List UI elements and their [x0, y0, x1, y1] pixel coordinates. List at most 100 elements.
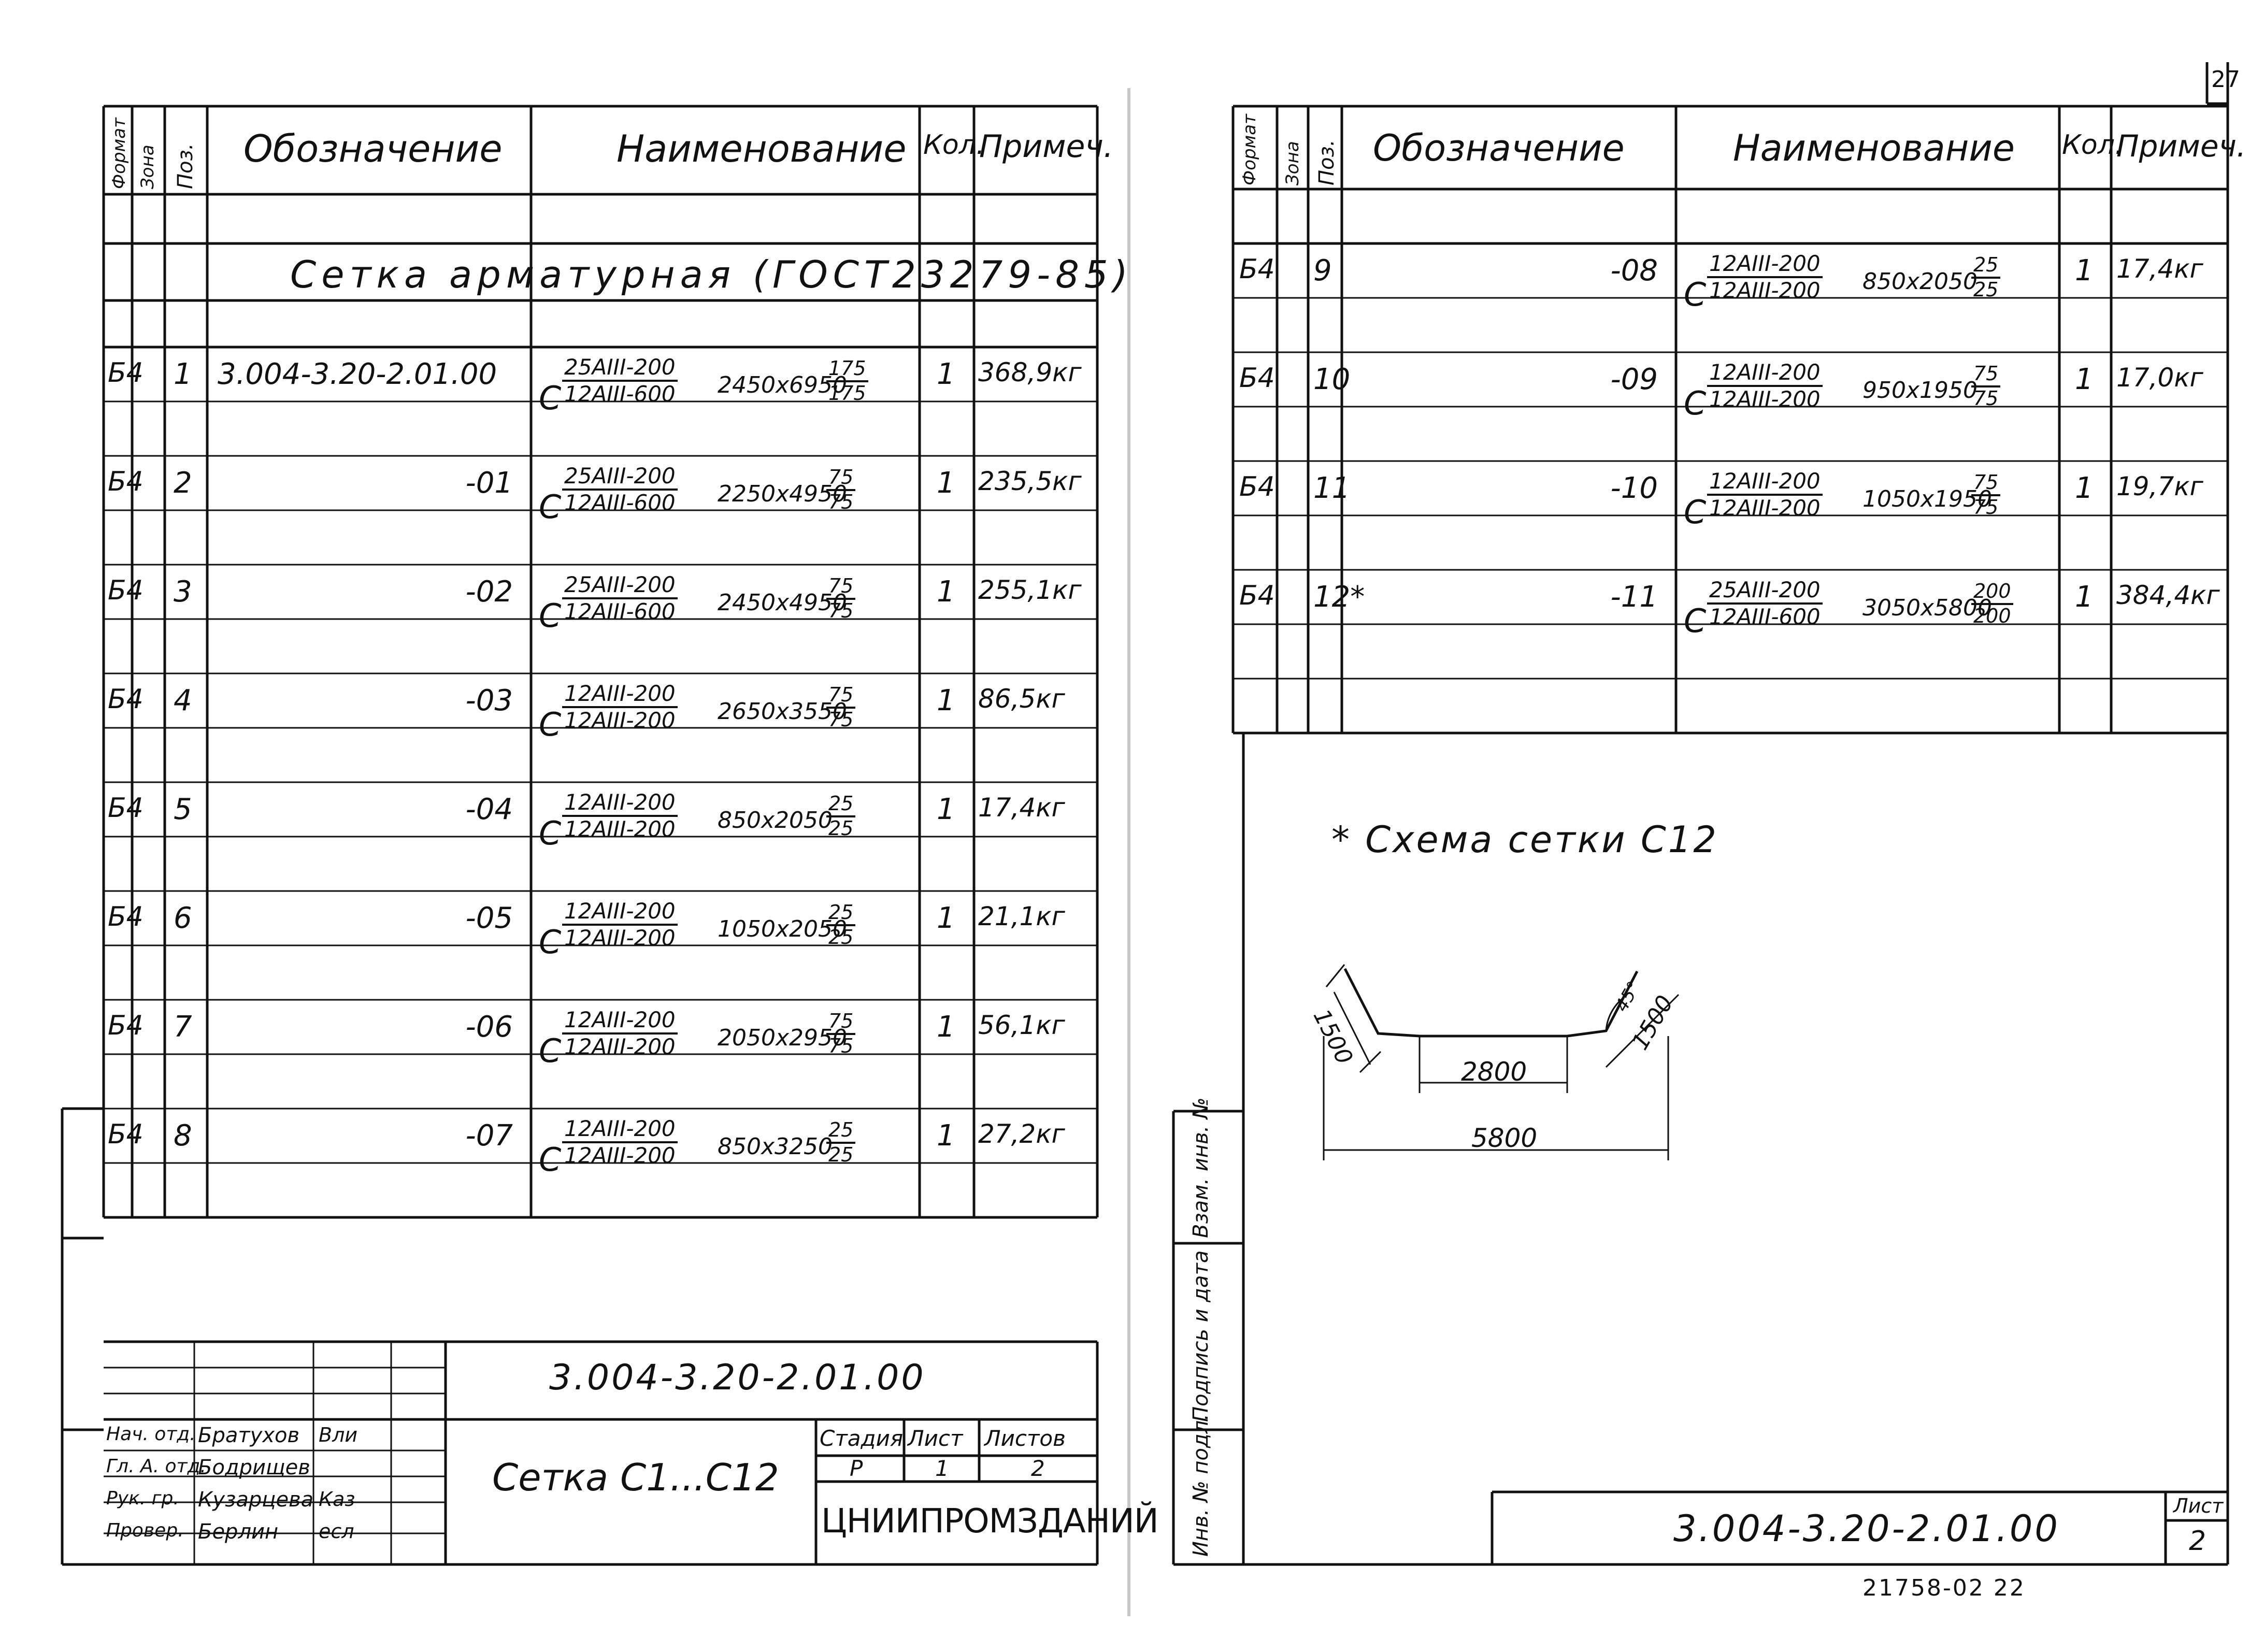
row-quantity: 1 [937, 901, 955, 935]
section-title: Сетка арматурная (ГОСТ23279-85) [290, 253, 1133, 296]
row-designation: -07 [465, 1119, 513, 1153]
signature-role: Нач. отд. [106, 1424, 196, 1445]
right-sheet: 27 Формат Зона Поз. Обозначение Наименов… [1129, 0, 2264, 1652]
row-mesh-prefix: С [539, 379, 562, 417]
row-quantity: 1 [937, 357, 955, 391]
row-position: 6 [174, 901, 192, 935]
row-note: 21,1кг [978, 901, 1065, 931]
organization: ЦНИИПРОМЗДАНИЙ [821, 1502, 1159, 1541]
row-designation: -05 [465, 901, 513, 935]
signature-name: Берлин [198, 1520, 279, 1544]
row-rebar-transverse: 12АIII-200 [564, 1034, 676, 1060]
row-quantity: 1 [2075, 580, 2094, 614]
sheet-value-right: 2 [2189, 1526, 2206, 1557]
row-mesh-size: 850x3250 [718, 1133, 833, 1160]
row-position: 11 [1313, 471, 1351, 505]
row-mesh-size: 2050x2950 [718, 1025, 847, 1051]
row-format: Б4 [108, 901, 144, 932]
row-rebar-fraction: 25АIII-200 12АIII-600 [562, 463, 678, 516]
row-rebar-fraction: 12АIII-200 12АIII-200 [562, 1007, 678, 1060]
stage-label: Стадия [820, 1426, 904, 1451]
header-format: Формат [1239, 114, 1260, 185]
row-rebar-fraction: 25АIII-200 12АIII-600 [562, 354, 678, 407]
row-format: Б4 [108, 684, 144, 715]
row-rebar-transverse: 12АIII-600 [564, 599, 676, 625]
row-overhang-fraction: 175 175 [826, 357, 868, 405]
row-designation: -11 [1610, 580, 1658, 614]
row-format: Б4 [1239, 254, 1275, 285]
row-overhang-top: 25 [826, 792, 856, 817]
row-rebar-longitudinal: 25АIII-200 [562, 463, 678, 491]
row-note: 17,4кг [2116, 254, 2203, 284]
row-overhang-fraction: 75 75 [826, 574, 856, 622]
row-overhang-bottom: 75 [1973, 495, 1999, 519]
row-format: Б4 [108, 466, 144, 497]
stamp-signature-date: Подпись и дата [1189, 1250, 1213, 1422]
signature-name: Бодрищев [198, 1456, 310, 1479]
doc-title: Сетка С1...С12 [492, 1456, 779, 1499]
row-overhang-fraction: 75 75 [826, 1010, 856, 1057]
row-mesh-prefix: С [539, 1032, 562, 1070]
row-rebar-longitudinal: 12АIII-200 [562, 681, 678, 709]
row-position: 7 [174, 1010, 192, 1044]
header-format: Формат [109, 118, 130, 189]
row-rebar-longitudinal: 12АIII-200 [1707, 251, 1823, 279]
row-format: Б4 [1239, 471, 1275, 502]
row-format: Б4 [1239, 363, 1275, 394]
row-rebar-longitudinal: 25АIII-200 [1707, 577, 1823, 605]
row-mesh-prefix: С [539, 706, 562, 743]
row-quantity: 1 [937, 1119, 955, 1153]
row-mesh-prefix: С [539, 923, 562, 961]
row-mesh-size: 1050x2050 [718, 916, 847, 942]
row-mesh-prefix: С [539, 488, 562, 526]
row-rebar-fraction: 12АIII-200 12АIII-200 [562, 789, 678, 842]
row-designation: -08 [1610, 254, 1658, 288]
sheets-label: Листов [984, 1426, 1066, 1451]
doc-code: 3.004-3.20-2.01.00 [549, 1357, 926, 1398]
scheme-dim-middle: 2800 [1461, 1057, 1527, 1087]
sheet-value: 1 [935, 1456, 949, 1481]
row-designation: -03 [465, 684, 513, 717]
row-overhang-fraction: 75 75 [1971, 362, 2001, 410]
row-mesh-size: 2450x4950 [718, 590, 847, 616]
row-overhang-fraction: 200 200 [1971, 580, 2013, 627]
row-quantity: 1 [937, 793, 955, 826]
row-rebar-longitudinal: 12АIII-200 [562, 1007, 678, 1035]
row-overhang-fraction: 25 25 [826, 901, 856, 949]
stamp-replaced-inv: Взам. инв. № [1189, 1097, 1213, 1238]
row-quantity: 1 [2075, 471, 2094, 505]
mesh-scheme-drawing [1323, 964, 1680, 1160]
row-position: 10 [1313, 363, 1351, 396]
signature-role: Провер. [106, 1520, 184, 1541]
row-mesh-prefix: С [1684, 602, 1707, 640]
signature-mark: Каз [319, 1488, 355, 1511]
row-position: 2 [174, 466, 192, 500]
row-rebar-longitudinal: 25АIII-200 [562, 354, 678, 382]
signature-role: Рук. гр. [106, 1488, 179, 1509]
row-rebar-fraction: 12АIII-200 12АIII-200 [1707, 360, 1823, 412]
row-mesh-prefix: С [1684, 276, 1707, 313]
row-overhang-fraction: 75 75 [826, 683, 856, 731]
page-corner-number: 27 [2211, 66, 2240, 93]
row-quantity: 1 [937, 466, 955, 500]
row-overhang-bottom: 75 [828, 599, 854, 622]
row-overhang-top: 75 [826, 574, 856, 600]
row-designation: -10 [1610, 471, 1658, 505]
row-overhang-fraction: 25 25 [826, 1118, 856, 1166]
archive-number: 21758-02 22 [1862, 1575, 2026, 1601]
row-note: 27,2кг [978, 1119, 1065, 1149]
sheet-label: Лист [908, 1426, 963, 1451]
signature-name: Братухов [198, 1424, 300, 1447]
left-sheet: Формат Зона Поз. Обозначение Наименовани… [0, 0, 1159, 1652]
row-format: Б4 [108, 357, 144, 389]
scheme-title: * Схема сетки С12 [1331, 818, 1718, 861]
row-mesh-size: 2450x6950 [718, 372, 847, 398]
row-note: 17,4кг [978, 793, 1065, 823]
row-overhang-top: 175 [826, 357, 868, 382]
row-mesh-size: 3050x5800 [1862, 595, 1992, 621]
row-overhang-bottom: 75 [828, 708, 854, 731]
row-overhang-bottom: 25 [828, 1143, 854, 1166]
row-format: Б4 [108, 1010, 144, 1041]
row-mesh-size: 950x1950 [1862, 377, 1978, 404]
header-zone: Зона [137, 145, 158, 189]
